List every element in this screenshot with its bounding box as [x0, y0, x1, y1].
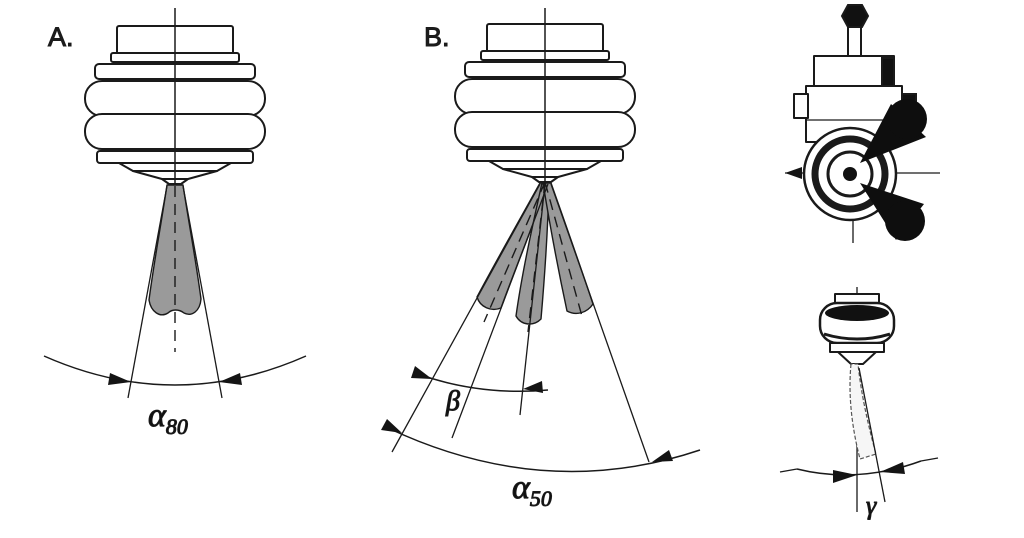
alpha-symbol: α	[148, 397, 167, 434]
arc-tail-left	[779, 468, 798, 473]
orifice-ring-inner	[826, 150, 874, 198]
spray-axis-b-right	[544, 181, 584, 321]
arrowhead-beta-left	[411, 366, 432, 379]
gamma-line	[858, 367, 886, 503]
angle-line-a-left	[127, 185, 168, 399]
arrowhead-a-left	[108, 373, 131, 385]
orifice-center	[843, 167, 857, 181]
arrowhead-b-left	[381, 419, 402, 433]
side-flange-upper	[834, 293, 880, 304]
alpha-symbol: α	[512, 469, 531, 506]
spray-plume-upper	[860, 99, 927, 163]
spray-axis-b-left	[483, 181, 546, 323]
arrowhead-gamma-right	[880, 462, 905, 474]
alpha-subscript: 80	[166, 414, 188, 439]
panel-b: B. β α50	[381, 8, 701, 512]
angle-line-b-inner-left	[451, 183, 549, 439]
side-bellows-groove	[823, 332, 891, 341]
arrowhead-gamma-left	[833, 470, 857, 483]
plume-blob	[887, 99, 927, 139]
arc-tail-right	[920, 457, 939, 462]
dimension-arc-gamma	[796, 460, 922, 476]
plume-cone	[860, 104, 926, 163]
alpha-subscript: 50	[530, 486, 552, 511]
axis-arrowhead	[785, 167, 802, 179]
beta-label: β	[445, 386, 460, 417]
adjuster-nut	[840, 4, 870, 28]
side-dark-band	[825, 305, 889, 321]
figure-root: A. α80 B.	[43, 4, 940, 521]
alpha-80-label: α80	[148, 397, 188, 439]
angle-line-b-outer-left	[391, 183, 541, 453]
arrowhead-a-right	[219, 373, 242, 385]
spray-outline	[849, 363, 877, 460]
alpha-50-label: α50	[512, 469, 552, 511]
angle-line-a-right	[182, 185, 223, 399]
housing-dark-band	[881, 57, 895, 87]
panel-b-label: B.	[424, 22, 450, 52]
arrowhead-b-right	[652, 450, 673, 462]
orifice-ring-outer	[811, 135, 889, 213]
panel-a-label: A.	[48, 22, 74, 52]
side-flange-lower	[829, 342, 885, 353]
arrowhead-beta-right	[523, 381, 543, 393]
angle-line-b-outer-right	[550, 183, 650, 463]
dimension-arc-a	[43, 355, 307, 386]
panel-a: A. α80	[43, 8, 307, 440]
spray-plume-lower	[860, 183, 925, 241]
side-tip	[837, 351, 877, 365]
side-view: γ	[779, 287, 939, 521]
mount-ear-left	[793, 93, 809, 119]
angle-line-b-middle	[519, 183, 546, 416]
dimension-arc-b	[387, 427, 701, 473]
plume-blob	[885, 201, 925, 241]
front-view	[785, 4, 940, 243]
gamma-label: γ	[866, 491, 877, 520]
